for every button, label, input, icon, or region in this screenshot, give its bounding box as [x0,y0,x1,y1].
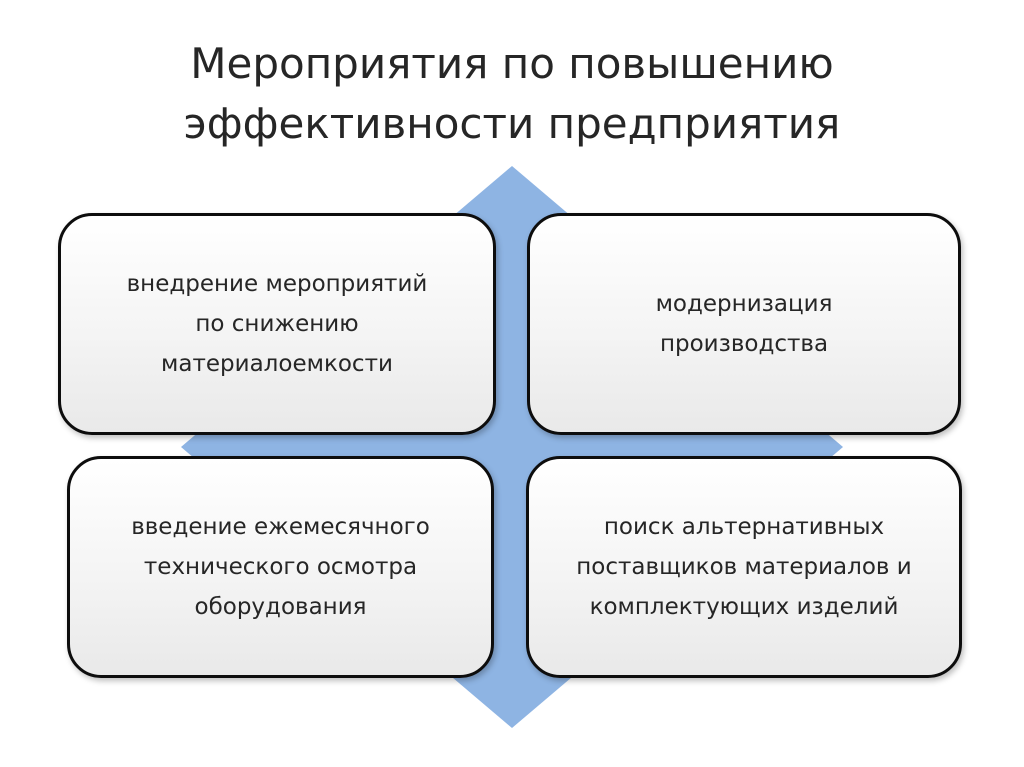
title-line-1: Мероприятия по повышению [190,39,834,88]
title-line-2: эффективности предприятия [183,99,841,148]
measure-box-material-intensity: внедрение мероприятий по снижению матери… [58,213,496,435]
page-title: Мероприятия по повышению эффективности п… [0,34,1024,154]
measure-text-modernization: модернизация производства [655,291,833,357]
measure-text-alternative-suppliers: поиск альтернативных поставщиков материа… [576,514,912,620]
measure-box-technical-inspection: введение ежемесячного технического осмот… [67,456,494,678]
measure-text-technical-inspection: введение ежемесячного технического осмот… [131,514,430,620]
measure-text-material-intensity: внедрение мероприятий по снижению матери… [126,271,428,377]
measure-box-modernization: модернизация производства [527,213,961,435]
measure-box-alternative-suppliers: поиск альтернативных поставщиков материа… [526,456,962,678]
